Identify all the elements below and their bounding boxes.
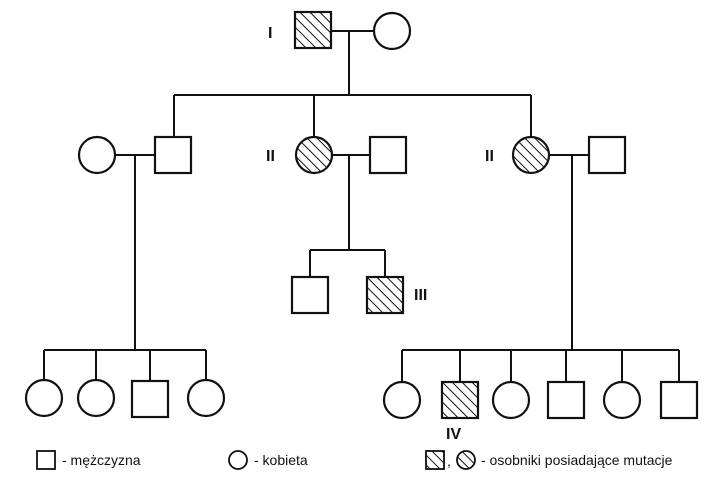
gen3-son [290, 275, 330, 315]
gen2-right-spouse-male [587, 135, 627, 175]
gen4-left-son [130, 379, 170, 419]
gen2-left-spouse-female [77, 135, 117, 175]
gen2-middle-spouse-male [368, 135, 408, 175]
gen4-right-daughter-1 [382, 380, 422, 420]
legend-affected-circle-symbol [456, 450, 476, 470]
legend-affected-label: - osobniki posiadające mutacje [481, 452, 673, 468]
legend-separator: , [447, 453, 451, 469]
gen1-male-affected [293, 10, 333, 50]
generation-label-i: I [268, 25, 272, 42]
gen1-female [372, 11, 412, 51]
legend-female-symbol [228, 450, 248, 470]
generation-label-ii-right: II [485, 148, 494, 165]
generation-label-iv: IV [446, 426, 461, 443]
gen4-right-daughter-2 [491, 380, 531, 420]
legend-male-symbol [36, 450, 56, 470]
gen4-right-son-2 [659, 380, 699, 420]
gen2-left-son [153, 135, 193, 175]
gen4-right-son-affected [440, 380, 480, 420]
generation-label-iii: III [414, 287, 427, 304]
gen2-middle-daughter-affected [294, 135, 334, 175]
gen4-left-daughter-3 [186, 378, 226, 418]
gen4-right-daughter-3 [602, 380, 642, 420]
generation-label-ii-left: II [266, 148, 275, 165]
gen3-son-affected [365, 275, 405, 315]
gen4-left-daughter-2 [76, 378, 116, 418]
gen2-right-daughter-affected [511, 135, 551, 175]
gen4-left-daughter-1 [24, 378, 64, 418]
legend-male-label: - mężczyzna [62, 452, 141, 468]
legend-affected-square-symbol [425, 450, 445, 470]
legend-female-label: - kobieta [254, 452, 308, 468]
gen4-right-son-1 [546, 380, 586, 420]
